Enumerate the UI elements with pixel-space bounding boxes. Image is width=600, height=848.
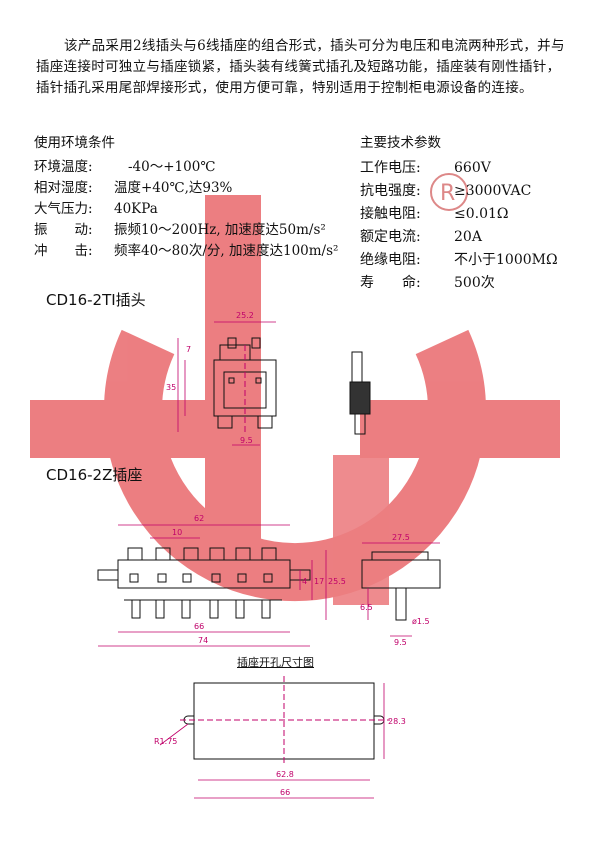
dim-label: 62	[194, 514, 204, 523]
tech-row: 额定电流:20A	[360, 229, 482, 245]
tech-row: 寿 命:500次	[360, 275, 495, 291]
technical-parameters: 主要技术参数 工作电压:660V 抗电强度:≥3000VAC 接触电阻:≤0.0…	[360, 133, 580, 295]
svg-text:R: R	[440, 181, 455, 206]
dim-label: 35	[166, 383, 176, 392]
tech-title: 主要技术参数	[360, 135, 441, 151]
dim-label: 9.5	[394, 638, 407, 647]
dim-label: 4	[302, 577, 307, 586]
dim-label: 7	[186, 345, 191, 354]
tech-row: 工作电压:660V	[360, 160, 491, 176]
dim-label: ø1.5	[412, 617, 430, 626]
cutout-view	[180, 676, 390, 766]
dim-label: 62.8	[276, 770, 294, 779]
tech-row: 绝缘电阻:不小于1000MΩ	[360, 252, 558, 268]
dim-label: 17	[314, 577, 324, 586]
environment-conditions: 使用环境条件 环境温度:-40～+100℃ 相对湿度:温度+40℃,达93% 大…	[34, 133, 364, 262]
env-row: 相对湿度:温度+40℃,达93%	[34, 180, 233, 196]
env-row: 振 动:振频10～200Hz, 加速度达50m/s²	[34, 222, 326, 238]
cutout-caption: 插座开孔尺寸图	[237, 656, 314, 669]
dim-label: 74	[198, 636, 208, 645]
plug-caption: CD16-2TI插头	[46, 291, 146, 309]
env-row: 环境温度:-40～+100℃	[34, 159, 216, 175]
socket-side-view	[361, 551, 441, 621]
dim-label: 28.3	[388, 717, 406, 726]
dim-label: 27.5	[392, 533, 410, 542]
socket-front-view	[97, 547, 311, 619]
dim-label: 25.2	[236, 311, 254, 320]
dim-label: 6.5	[360, 603, 373, 612]
env-title: 使用环境条件	[34, 135, 115, 151]
env-row: 大气压力:40KPa	[34, 201, 158, 217]
dim-label: 9.5	[240, 436, 253, 445]
env-row: 冲 击:频率40～80次/分, 加速度达100m/s²	[34, 243, 339, 259]
dim-label: 66	[194, 622, 204, 631]
dim-label: R1.75	[154, 737, 177, 746]
dim-label: 25.5	[328, 577, 346, 586]
dim-label: 10	[172, 528, 182, 537]
registered-icon	[430, 173, 468, 211]
plug-front-view	[213, 337, 277, 432]
tech-row: 抗电强度:≥3000VAC	[360, 183, 532, 199]
product-description: 该产品采用2线插头与6线插座的组合形式，插头可分为电压和电流两种形式，并与插座连…	[36, 38, 565, 96]
dim-label: 66	[280, 788, 290, 797]
plug-side-view	[349, 351, 371, 435]
socket-caption: CD16-2Z插座	[46, 466, 143, 484]
tech-row: 接触电阻:≤0.01Ω	[360, 206, 509, 222]
